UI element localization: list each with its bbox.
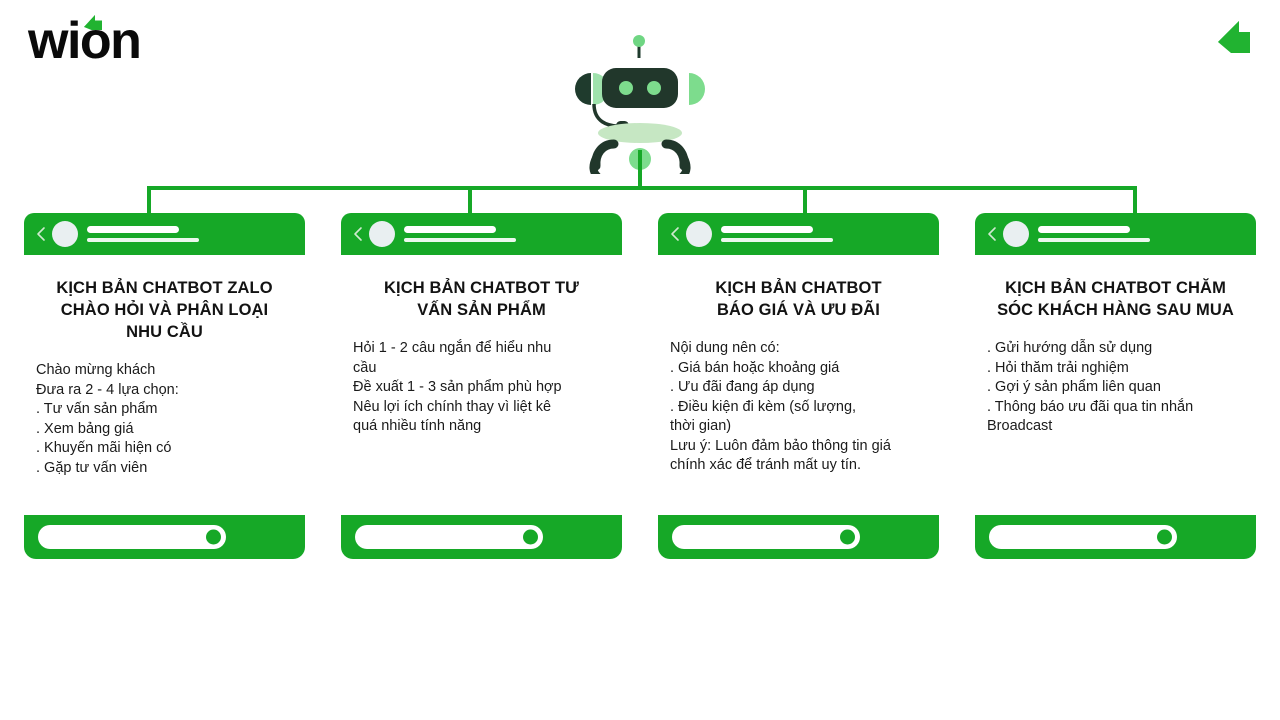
chevron-left-icon[interactable] xyxy=(668,226,682,242)
robot-eye-left-icon xyxy=(619,81,633,95)
connector-drop-3 xyxy=(803,186,807,216)
chat-header-bar xyxy=(24,213,305,255)
chat-footer-bar xyxy=(975,515,1256,559)
scenario-card-zalo-greeting: KỊCH BẢN CHATBOT ZALO CHÀO HỎI VÀ PHÂN L… xyxy=(24,213,305,573)
scenario-cards-row: KỊCH BẢN CHATBOT ZALO CHÀO HỎI VÀ PHÂN L… xyxy=(0,213,1280,573)
send-button-icon[interactable] xyxy=(206,529,221,545)
send-button-icon[interactable] xyxy=(523,529,538,545)
card-title: KỊCH BẢN CHATBOT BÁO GIÁ VÀ ƯU ĐÃI xyxy=(715,279,882,319)
robot-eye-right-icon xyxy=(647,81,661,95)
avatar-icon xyxy=(369,221,395,247)
chat-footer-bar xyxy=(341,515,622,559)
connector-drop-1 xyxy=(147,186,151,216)
chevron-left-icon[interactable] xyxy=(34,226,48,242)
card-title: KỊCH BẢN CHATBOT CHĂM SÓC KHÁCH HÀNG SAU… xyxy=(997,279,1234,319)
chat-footer-bar xyxy=(658,515,939,559)
scenario-card-after-sales-care: KỊCH BẢN CHATBOT CHĂM SÓC KHÁCH HÀNG SAU… xyxy=(975,213,1256,573)
message-input[interactable] xyxy=(989,525,1177,549)
card-body-text: . Gửi hướng dẫn sử dụng . Hỏi thăm trải … xyxy=(987,340,1194,434)
robot-collar-icon xyxy=(598,123,682,143)
card-body-text: Nội dung nên có: . Giá bán hoặc khoảng g… xyxy=(670,340,891,473)
tree-connector-lines xyxy=(147,150,1137,216)
card-body-text: Hỏi 1 - 2 câu ngắn để hiểu nhu cầu Đề xu… xyxy=(353,340,562,434)
card-title: KỊCH BẢN CHATBOT ZALO CHÀO HỎI VÀ PHÂN L… xyxy=(56,279,273,341)
brand-wordmark: wion xyxy=(28,12,142,70)
avatar-icon xyxy=(686,221,712,247)
header-line-primary xyxy=(721,226,813,233)
connector-stem xyxy=(638,150,642,190)
message-input[interactable] xyxy=(38,525,226,549)
send-button-icon[interactable] xyxy=(840,529,855,545)
message-input[interactable] xyxy=(355,525,543,549)
chat-header-bar xyxy=(658,213,939,255)
header-placeholder-lines xyxy=(87,226,199,242)
connector-drop-4 xyxy=(1133,186,1137,216)
arrow-up-right-icon xyxy=(84,15,102,30)
header-line-primary xyxy=(1038,226,1130,233)
brand-logo: wion xyxy=(28,14,228,68)
header-placeholder-lines xyxy=(404,226,516,242)
antenna-icon xyxy=(633,35,645,47)
chevron-left-icon[interactable] xyxy=(985,226,999,242)
header-line-primary xyxy=(404,226,496,233)
scenario-card-pricing-promotion: KỊCH BẢN CHATBOT BÁO GIÁ VÀ ƯU ĐÃI Nội d… xyxy=(658,213,939,573)
antenna-stem-icon xyxy=(637,44,641,58)
avatar-icon xyxy=(1003,221,1029,247)
send-button-icon[interactable] xyxy=(1157,529,1172,545)
card-title: KỊCH BẢN CHATBOT TƯ VẤN SẢN PHẨM xyxy=(384,279,579,319)
scenario-card-product-consulting: KỊCH BẢN CHATBOT TƯ VẤN SẢN PHẨM Hỏi 1 -… xyxy=(341,213,622,573)
connector-drop-2 xyxy=(468,186,472,216)
chat-header-bar xyxy=(341,213,622,255)
header-placeholder-lines xyxy=(1038,226,1150,242)
robot-hand-right-icon xyxy=(679,154,691,174)
robot-ear-left-icon xyxy=(575,73,591,105)
robot-head-icon xyxy=(602,68,678,108)
connector-horizontal xyxy=(147,186,1137,190)
arrow-up-right-mark-icon xyxy=(1218,21,1250,53)
message-input[interactable] xyxy=(672,525,860,549)
chat-header-bar xyxy=(975,213,1256,255)
card-body-text: Chào mừng khách Đưa ra 2 - 4 lựa chọn: .… xyxy=(36,362,179,476)
header-line-secondary xyxy=(87,238,199,242)
robot-hand-left-icon xyxy=(589,154,601,174)
header-line-secondary xyxy=(1038,238,1150,242)
header-line-secondary xyxy=(721,238,833,242)
header-line-primary xyxy=(87,226,179,233)
avatar-icon xyxy=(52,221,78,247)
header-placeholder-lines xyxy=(721,226,833,242)
chevron-left-icon[interactable] xyxy=(351,226,365,242)
chat-footer-bar xyxy=(24,515,305,559)
header-line-secondary xyxy=(404,238,516,242)
robot-ear-right-icon xyxy=(689,73,705,105)
